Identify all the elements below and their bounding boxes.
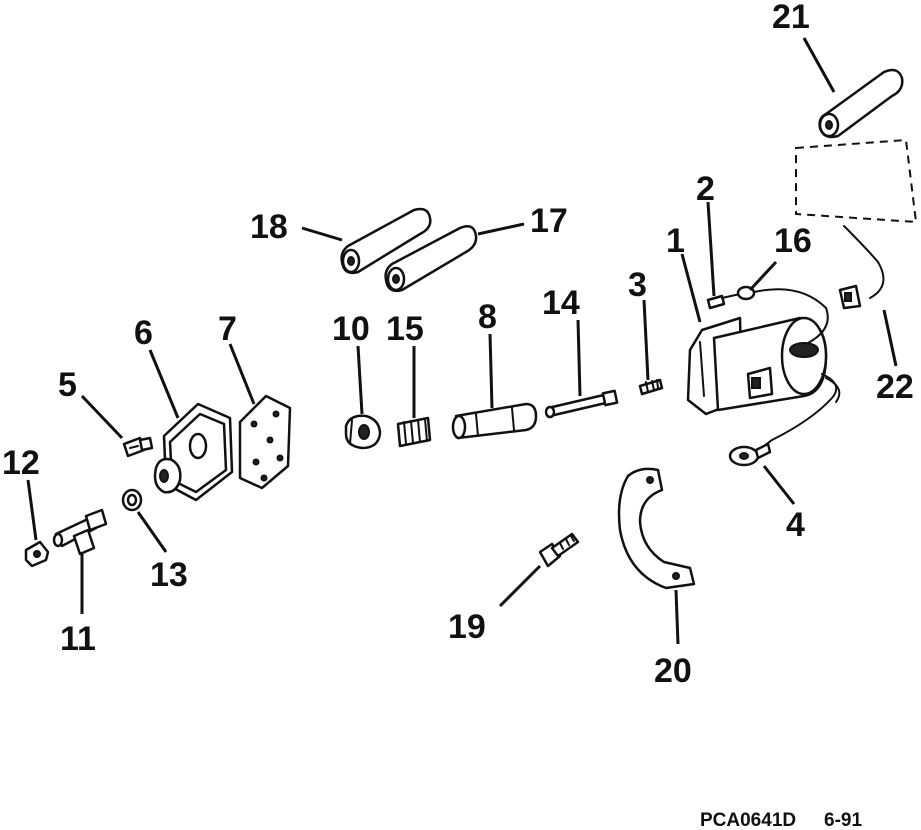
callout-3: 3: [628, 266, 647, 304]
callout-13: 13: [150, 556, 188, 594]
callout-18: 18: [250, 208, 288, 246]
part-18-tube: [340, 207, 432, 275]
callout-15: 15: [386, 310, 424, 348]
part-4-ground-lead: [728, 373, 841, 467]
callout-10: 10: [332, 310, 370, 348]
callout-11: 11: [60, 620, 96, 658]
figure-date: 6-91: [824, 810, 862, 830]
callout-4: 4: [786, 506, 805, 544]
part-5-screw: [122, 436, 154, 458]
callout-5: 5: [58, 366, 77, 404]
callout-17: 17: [530, 202, 568, 240]
callout-19: 19: [448, 608, 486, 646]
part-14-plunger-rod: [544, 389, 619, 419]
part-6-end-cap: [153, 402, 234, 502]
part-19-bolt: [538, 532, 580, 568]
callout-20: 20: [654, 652, 692, 690]
callout-16: 16: [774, 222, 812, 260]
callout-22: 22: [876, 368, 914, 406]
callout-7: 7: [218, 310, 237, 348]
part-13-o-ring: [121, 488, 143, 512]
part-17-tube: [384, 225, 478, 293]
dashed-reference-box: [795, 138, 918, 224]
part-1-solenoid: [686, 316, 828, 416]
leader-lines: [26, 37, 898, 645]
part-12-cap: [24, 540, 50, 568]
part-11-fitting: [52, 508, 108, 556]
figure-code: PCA0641D: [700, 810, 796, 830]
part-20-strap: [617, 467, 696, 590]
callout-2: 2: [696, 170, 715, 208]
part-22-clip: [838, 225, 885, 310]
callout-1: 1: [666, 222, 685, 260]
part-10-bushing: [344, 414, 382, 450]
part-2-terminal: [706, 293, 741, 310]
part-21-tube: [818, 68, 904, 139]
part-8-sleeve: [451, 402, 538, 440]
part-15-spring: [396, 416, 432, 448]
callout-6: 6: [134, 314, 153, 352]
callout-21: 21: [772, 0, 810, 36]
callout-8: 8: [478, 298, 497, 336]
callout-12: 12: [2, 444, 40, 482]
callout-14: 14: [542, 284, 580, 322]
footer: PCA0641D 6-91: [700, 810, 862, 830]
part-7-gasket: [238, 394, 292, 490]
part-3-spring: [638, 378, 664, 396]
callout-labels: 21 18 17 2 16 1 3 14 8 10 15 7 6 5 12 13…: [2, 0, 914, 690]
